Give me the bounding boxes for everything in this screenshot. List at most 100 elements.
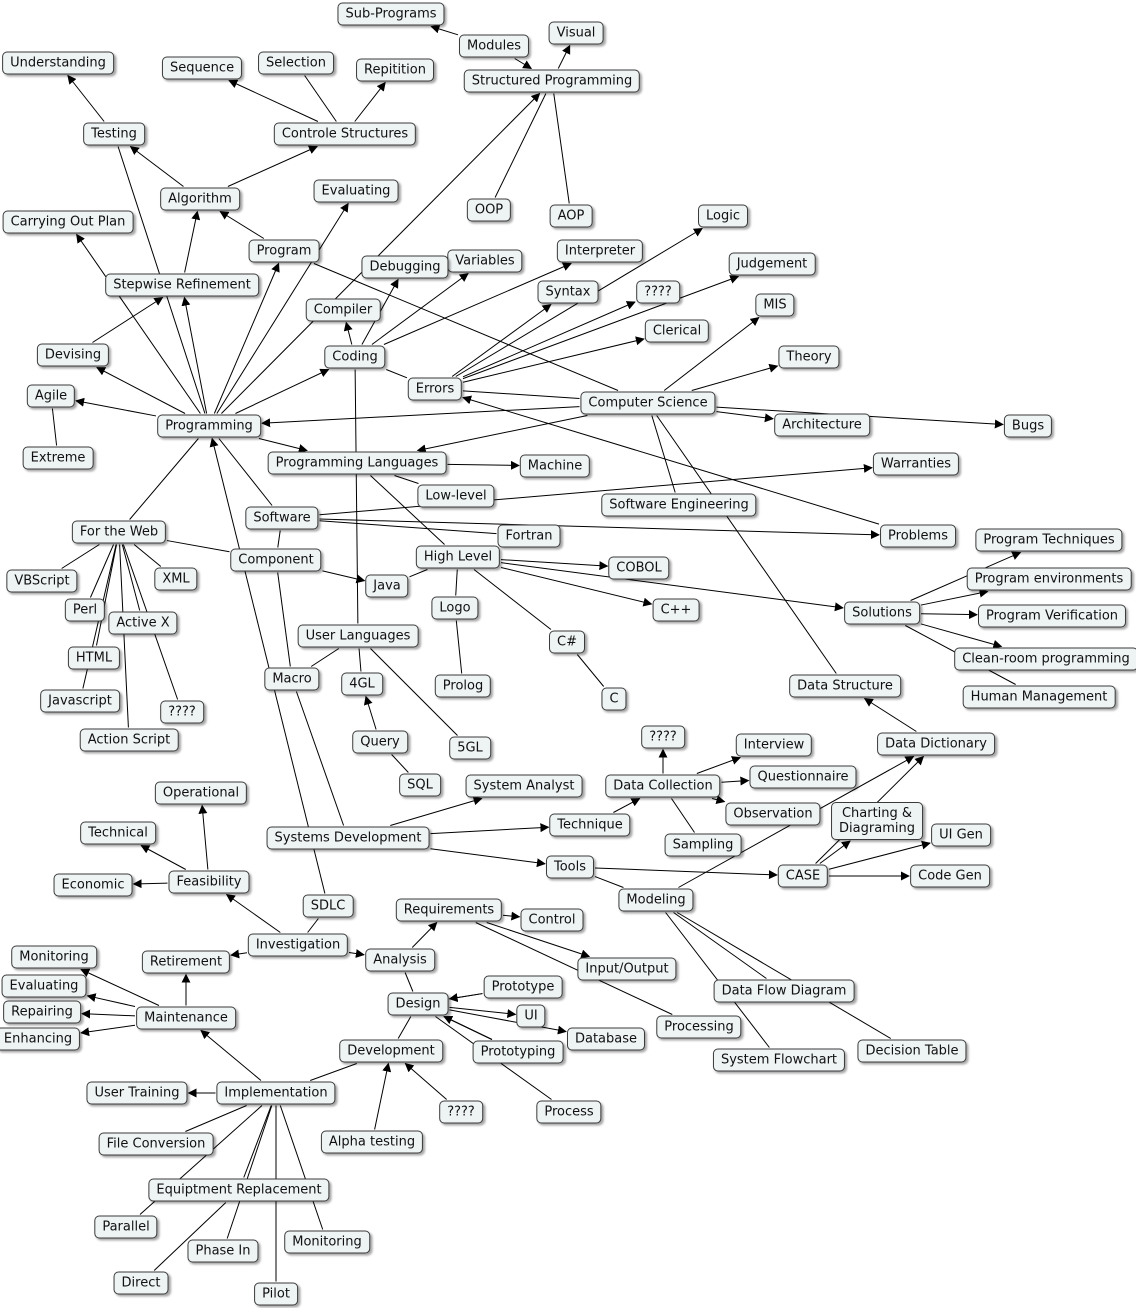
concept-node-operational[interactable]: Operational [154, 781, 248, 805]
concept-node-prototype[interactable]: Prototype [483, 975, 563, 999]
concept-node-equipment-replacement[interactable]: Equiptment Replacement [148, 1178, 330, 1202]
concept-node-enhancing[interactable]: Enhancing [0, 1027, 81, 1051]
concept-node-structured-programming[interactable]: Structured Programming [463, 69, 641, 93]
concept-node-macro[interactable]: Macro [264, 667, 320, 691]
concept-node-program[interactable]: Program [248, 239, 320, 263]
concept-node-systems-development[interactable]: Systems Development [266, 826, 430, 850]
concept-node-software[interactable]: Software [245, 506, 319, 530]
concept-node-variables[interactable]: Variables [447, 249, 523, 273]
concept-node-active-x[interactable]: Active X [108, 611, 178, 635]
concept-node-technical[interactable]: Technical [80, 821, 156, 845]
concept-node-programming[interactable]: Programming [157, 414, 261, 438]
concept-node-understanding[interactable]: Understanding [2, 51, 114, 75]
concept-node-unknown-dc[interactable]: ???? [641, 725, 685, 749]
concept-node-theory[interactable]: Theory [778, 345, 840, 369]
concept-node-tools[interactable]: Tools [545, 855, 595, 879]
concept-node-java[interactable]: Java [365, 574, 409, 598]
concept-node-clerical[interactable]: Clerical [644, 319, 710, 343]
concept-node-file-conversion[interactable]: File Conversion [98, 1132, 214, 1156]
concept-node-vbscript[interactable]: VBScript [6, 569, 78, 593]
concept-node-process[interactable]: Process [536, 1100, 602, 1124]
concept-node-investigation[interactable]: Investigation [247, 933, 349, 957]
concept-node-extreme[interactable]: Extreme [22, 446, 94, 470]
concept-node-direct[interactable]: Direct [113, 1271, 169, 1295]
concept-node-fourgl[interactable]: 4GL [341, 672, 383, 696]
concept-node-requirements[interactable]: Requirements [395, 898, 503, 922]
concept-node-computer-science[interactable]: Computer Science [580, 391, 716, 415]
concept-node-analysis[interactable]: Analysis [365, 948, 435, 972]
concept-node-sdlc[interactable]: SDLC [302, 894, 354, 918]
concept-node-mis[interactable]: MIS [755, 293, 795, 317]
concept-node-stepwise-refinement[interactable]: Stepwise Refinement [105, 273, 259, 297]
concept-node-agile[interactable]: Agile [26, 384, 76, 408]
concept-node-parallel[interactable]: Parallel [94, 1215, 158, 1239]
concept-node-program-techniques[interactable]: Program Techniques [975, 528, 1123, 552]
concept-node-architecture[interactable]: Architecture [774, 413, 870, 437]
concept-node-action-script[interactable]: Action Script [79, 728, 179, 752]
concept-node-logic[interactable]: Logic [698, 204, 748, 228]
concept-node-compiler[interactable]: Compiler [305, 298, 381, 322]
concept-node-xml[interactable]: XML [154, 567, 198, 591]
concept-node-csharp[interactable]: C# [549, 630, 585, 654]
concept-node-sampling[interactable]: Sampling [664, 833, 742, 857]
concept-node-pilot[interactable]: Pilot [254, 1282, 298, 1306]
concept-node-human-management[interactable]: Human Management [962, 685, 1116, 709]
concept-node-sub-programs[interactable]: Sub-Programs [337, 2, 445, 26]
concept-node-design[interactable]: Design [387, 992, 449, 1016]
concept-node-cobol[interactable]: COBOL [608, 556, 670, 580]
concept-node-query[interactable]: Query [352, 730, 408, 754]
concept-node-maintenance[interactable]: Maintenance [136, 1006, 236, 1030]
concept-node-decision-table[interactable]: Decision Table [857, 1039, 967, 1063]
concept-node-fivegl[interactable]: 5GL [449, 736, 491, 760]
concept-node-programming-languages[interactable]: Programming Languages [267, 451, 447, 475]
concept-node-low-level[interactable]: Low-level [417, 484, 495, 508]
concept-node-logo[interactable]: Logo [431, 596, 479, 620]
concept-node-for-the-web[interactable]: For the Web [71, 520, 167, 544]
concept-node-technique[interactable]: Technique [549, 813, 631, 837]
concept-node-modeling[interactable]: Modeling [618, 888, 694, 912]
concept-node-prolog[interactable]: Prolog [434, 674, 492, 698]
concept-node-user-languages[interactable]: User Languages [297, 624, 419, 648]
concept-node-visual[interactable]: Visual [548, 21, 604, 45]
concept-node-algorithm[interactable]: Algorithm [160, 187, 240, 211]
concept-node-oop[interactable]: OOP [466, 198, 512, 222]
concept-node-repairing[interactable]: Repairing [3, 1000, 81, 1024]
concept-node-unknown-cs[interactable]: ???? [636, 280, 680, 304]
concept-node-sequence[interactable]: Sequence [161, 56, 243, 80]
concept-node-bugs[interactable]: Bugs [1003, 414, 1053, 438]
concept-node-machine[interactable]: Machine [519, 454, 591, 478]
concept-node-phase-in[interactable]: Phase In [187, 1239, 259, 1263]
concept-node-c[interactable]: C [601, 687, 627, 711]
concept-node-unknown-web[interactable]: ???? [160, 700, 204, 724]
concept-node-devising[interactable]: Devising [36, 343, 110, 367]
concept-node-ui-gen[interactable]: UI Gen [931, 823, 991, 847]
concept-node-feasibility[interactable]: Feasibility [168, 870, 250, 894]
concept-node-fortran[interactable]: Fortran [497, 524, 561, 548]
concept-node-prototyping[interactable]: Prototyping [472, 1040, 564, 1064]
concept-node-charting[interactable]: Charting & Diagraming [831, 802, 923, 840]
concept-node-coding[interactable]: Coding [324, 345, 386, 369]
concept-node-debugging[interactable]: Debugging [361, 255, 449, 279]
concept-node-aop[interactable]: AOP [549, 204, 593, 228]
concept-node-alpha-testing[interactable]: Alpha testing [320, 1130, 424, 1154]
concept-node-control[interactable]: Control [520, 908, 584, 932]
concept-node-ui[interactable]: UI [516, 1004, 546, 1028]
concept-node-retirement[interactable]: Retirement [141, 950, 231, 974]
concept-node-system-analyst[interactable]: System Analyst [465, 774, 583, 798]
concept-node-javascript[interactable]: Javascript [40, 689, 120, 713]
concept-node-economic[interactable]: Economic [53, 873, 133, 897]
concept-node-carrying-out-plan[interactable]: Carrying Out Plan [2, 210, 134, 234]
concept-node-monitoring-bottom[interactable]: Monitoring [284, 1230, 370, 1254]
concept-node-warranties[interactable]: Warranties [872, 452, 960, 476]
concept-node-data-flow-diagram[interactable]: Data Flow Diagram [713, 979, 855, 1003]
concept-node-interview[interactable]: Interview [735, 733, 813, 757]
concept-node-data-collection[interactable]: Data Collection [605, 774, 721, 798]
concept-node-high-level[interactable]: High Level [415, 545, 501, 569]
concept-node-user-training[interactable]: User Training [86, 1081, 188, 1105]
concept-node-clean-room[interactable]: Clean-room programming [954, 647, 1136, 671]
concept-node-sql[interactable]: SQL [399, 773, 441, 797]
concept-node-cpp[interactable]: C++ [652, 598, 700, 622]
concept-node-program-environments[interactable]: Program environments [966, 567, 1132, 591]
concept-node-errors[interactable]: Errors [407, 377, 463, 401]
concept-node-program-verification[interactable]: Program Verification [977, 604, 1127, 628]
